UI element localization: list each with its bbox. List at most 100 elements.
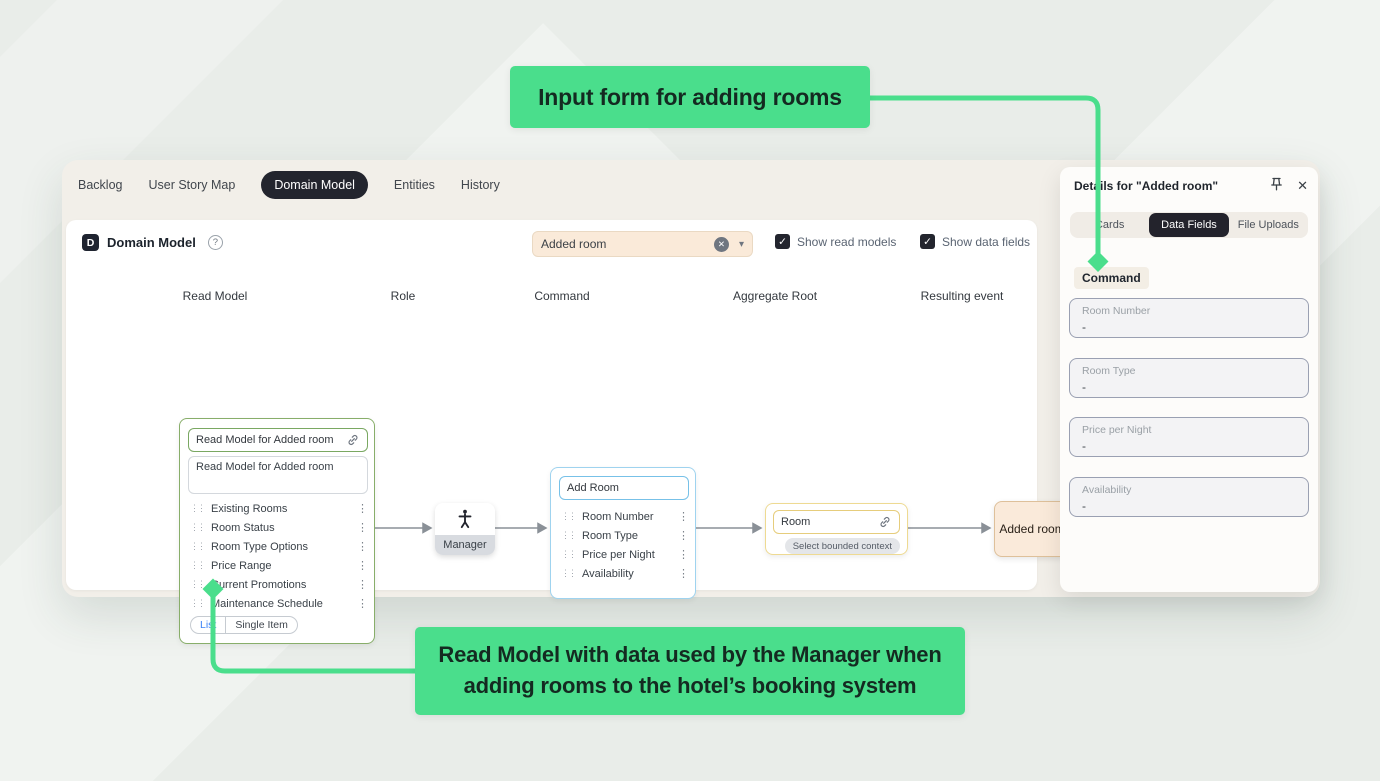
field-value: - [1082,439,1086,453]
tab-file-uploads[interactable]: File Uploads [1237,219,1299,231]
mode-single-item-option[interactable]: Single Item [235,619,288,631]
tab-data-fields[interactable]: Data Fields [1149,213,1229,237]
aggregate-root-card[interactable]: Room Select bounded context [765,503,908,555]
link-icon[interactable] [878,515,892,529]
drag-handle-icon[interactable]: ⋮⋮ [190,541,206,551]
list-item[interactable]: ⋮⋮ Room Status ⋮ [182,518,374,537]
help-icon[interactable]: ? [207,235,223,250]
domain-model-icon: D [82,234,99,251]
section-label-command: Command [1074,267,1149,289]
column-header-role: Role [390,289,416,303]
list-item[interactable]: ⋮⋮ Availability ⋮ [553,564,695,583]
close-icon[interactable]: ✕ [1297,178,1308,193]
field-label: Current Promotions [211,578,307,591]
drag-handle-icon[interactable]: ⋮⋮ [190,560,206,570]
show-read-models-toggle[interactable]: ✓ Show read models [775,234,896,249]
list-item[interactable]: ⋮⋮ Existing Rooms ⋮ [182,499,374,518]
field-label: Room Type Options [211,540,309,553]
checkbox-checked-icon[interactable]: ✓ [920,234,935,249]
field-label: Price per Night [582,548,655,561]
canvas-title: Domain Model [107,235,196,250]
read-model-title: Read Model for Added room [196,434,334,446]
field-label: Availability [1082,484,1132,496]
kebab-menu-icon[interactable]: ⋮ [678,511,689,523]
event-filter-dropdown[interactable]: Added room ✕ ▾ [532,231,753,257]
top-tab-bar: Backlog User Story Map Domain Model Enti… [78,166,500,204]
event-card[interactable]: Added room [994,501,1070,557]
drag-handle-icon[interactable]: ⋮⋮ [190,579,206,589]
field-value: - [1082,320,1086,334]
tab-history[interactable]: History [460,178,500,192]
tab-entities[interactable]: Entities [393,178,435,192]
kebab-menu-icon[interactable]: ⋮ [357,541,368,553]
list-item[interactable]: ⋮⋮ Room Type ⋮ [553,526,695,545]
field-label: Availability [582,567,634,580]
kebab-menu-icon[interactable]: ⋮ [678,549,689,561]
select-bounded-context-button[interactable]: Select bounded context [784,538,900,554]
data-field-room-number[interactable]: Room Number - [1069,298,1309,338]
tab-user-story-map[interactable]: User Story Map [148,178,236,192]
show-data-fields-toggle[interactable]: ✓ Show data fields [920,234,1030,249]
mode-list-option[interactable]: List [191,617,227,633]
clear-icon[interactable]: ✕ [713,236,729,252]
data-field-price-per-night[interactable]: Price per Night - [1069,417,1309,457]
field-label: Room Number [582,510,654,523]
pin-icon[interactable] [1270,177,1283,196]
read-model-card[interactable]: Read Model for Added room Read Model for… [179,418,375,644]
aggregate-name-input[interactable]: Room [773,510,900,534]
list-item[interactable]: ⋮⋮ Current Promotions ⋮ [182,575,374,594]
kebab-menu-icon[interactable]: ⋮ [357,560,368,572]
column-header-read-model: Read Model [182,289,248,303]
field-value: - [1082,499,1086,513]
kebab-menu-icon[interactable]: ⋮ [678,530,689,542]
field-label: Room Type [1082,365,1136,377]
kebab-menu-icon[interactable]: ⋮ [357,598,368,610]
command-title-input[interactable]: Add Room [559,476,689,500]
list-item[interactable]: ⋮⋮ Price Range ⋮ [182,556,374,575]
kebab-menu-icon[interactable]: ⋮ [357,503,368,515]
details-tab-bar: Cards Data Fields File Uploads [1070,212,1308,238]
drag-handle-icon[interactable]: ⋮⋮ [561,511,577,521]
field-label: Room Status [211,521,275,534]
tab-cards[interactable]: Cards [1094,219,1125,231]
command-card[interactable]: Add Room ⋮⋮ Room Number ⋮ ⋮⋮ Room Type ⋮… [550,467,696,599]
chevron-down-icon[interactable]: ▾ [738,238,744,250]
kebab-menu-icon[interactable]: ⋮ [357,579,368,591]
field-label: Existing Rooms [211,502,288,515]
drag-handle-icon[interactable]: ⋮⋮ [561,530,577,540]
list-item[interactable]: ⋮⋮ Room Number ⋮ [553,507,695,526]
filter-value: Added room [541,237,607,251]
field-label: Room Type [582,529,639,542]
checkbox-checked-icon[interactable]: ✓ [775,234,790,249]
drag-handle-icon[interactable]: ⋮⋮ [190,522,206,532]
role-node[interactable]: Manager [435,503,495,555]
field-value: - [1082,380,1086,394]
kebab-menu-icon[interactable]: ⋮ [357,522,368,534]
command-title: Add Room [567,482,619,494]
drag-handle-icon[interactable]: ⋮⋮ [190,598,206,608]
tab-backlog[interactable]: Backlog [78,178,123,192]
read-model-title-input[interactable]: Read Model for Added room [188,428,368,452]
domain-model-canvas: D Domain Model ? Added room ✕ ▾ ✓ Show r… [66,220,1070,644]
drag-handle-icon[interactable]: ⋮⋮ [561,568,577,578]
link-icon[interactable] [346,433,360,447]
field-label: Room Number [1082,305,1151,317]
column-header-command: Command [534,289,590,303]
drag-handle-icon[interactable]: ⋮⋮ [561,549,577,559]
drag-handle-icon[interactable]: ⋮⋮ [190,503,206,513]
data-field-availability[interactable]: Availability - [1069,477,1309,517]
field-label: Price per Night [1082,424,1152,436]
list-item[interactable]: ⋮⋮ Price per Night ⋮ [553,545,695,564]
list-mode-toggle: List Single Item [190,616,298,634]
read-model-description[interactable]: Read Model for Added room [188,456,368,494]
list-item[interactable]: ⋮⋮ Maintenance Schedule ⋮ [182,594,374,613]
tab-domain-model[interactable]: Domain Model [261,171,368,199]
column-header-resulting-event: Resulting event [920,289,1004,303]
column-header-aggregate-root: Aggregate Root [732,289,818,303]
kebab-menu-icon[interactable]: ⋮ [678,568,689,580]
data-field-room-type[interactable]: Room Type - [1069,358,1309,398]
field-label: Maintenance Schedule [211,597,323,610]
list-item[interactable]: ⋮⋮ Room Type Options ⋮ [182,537,374,556]
details-panel: Details for "Added room" ✕ Cards Data Fi… [1060,167,1318,592]
